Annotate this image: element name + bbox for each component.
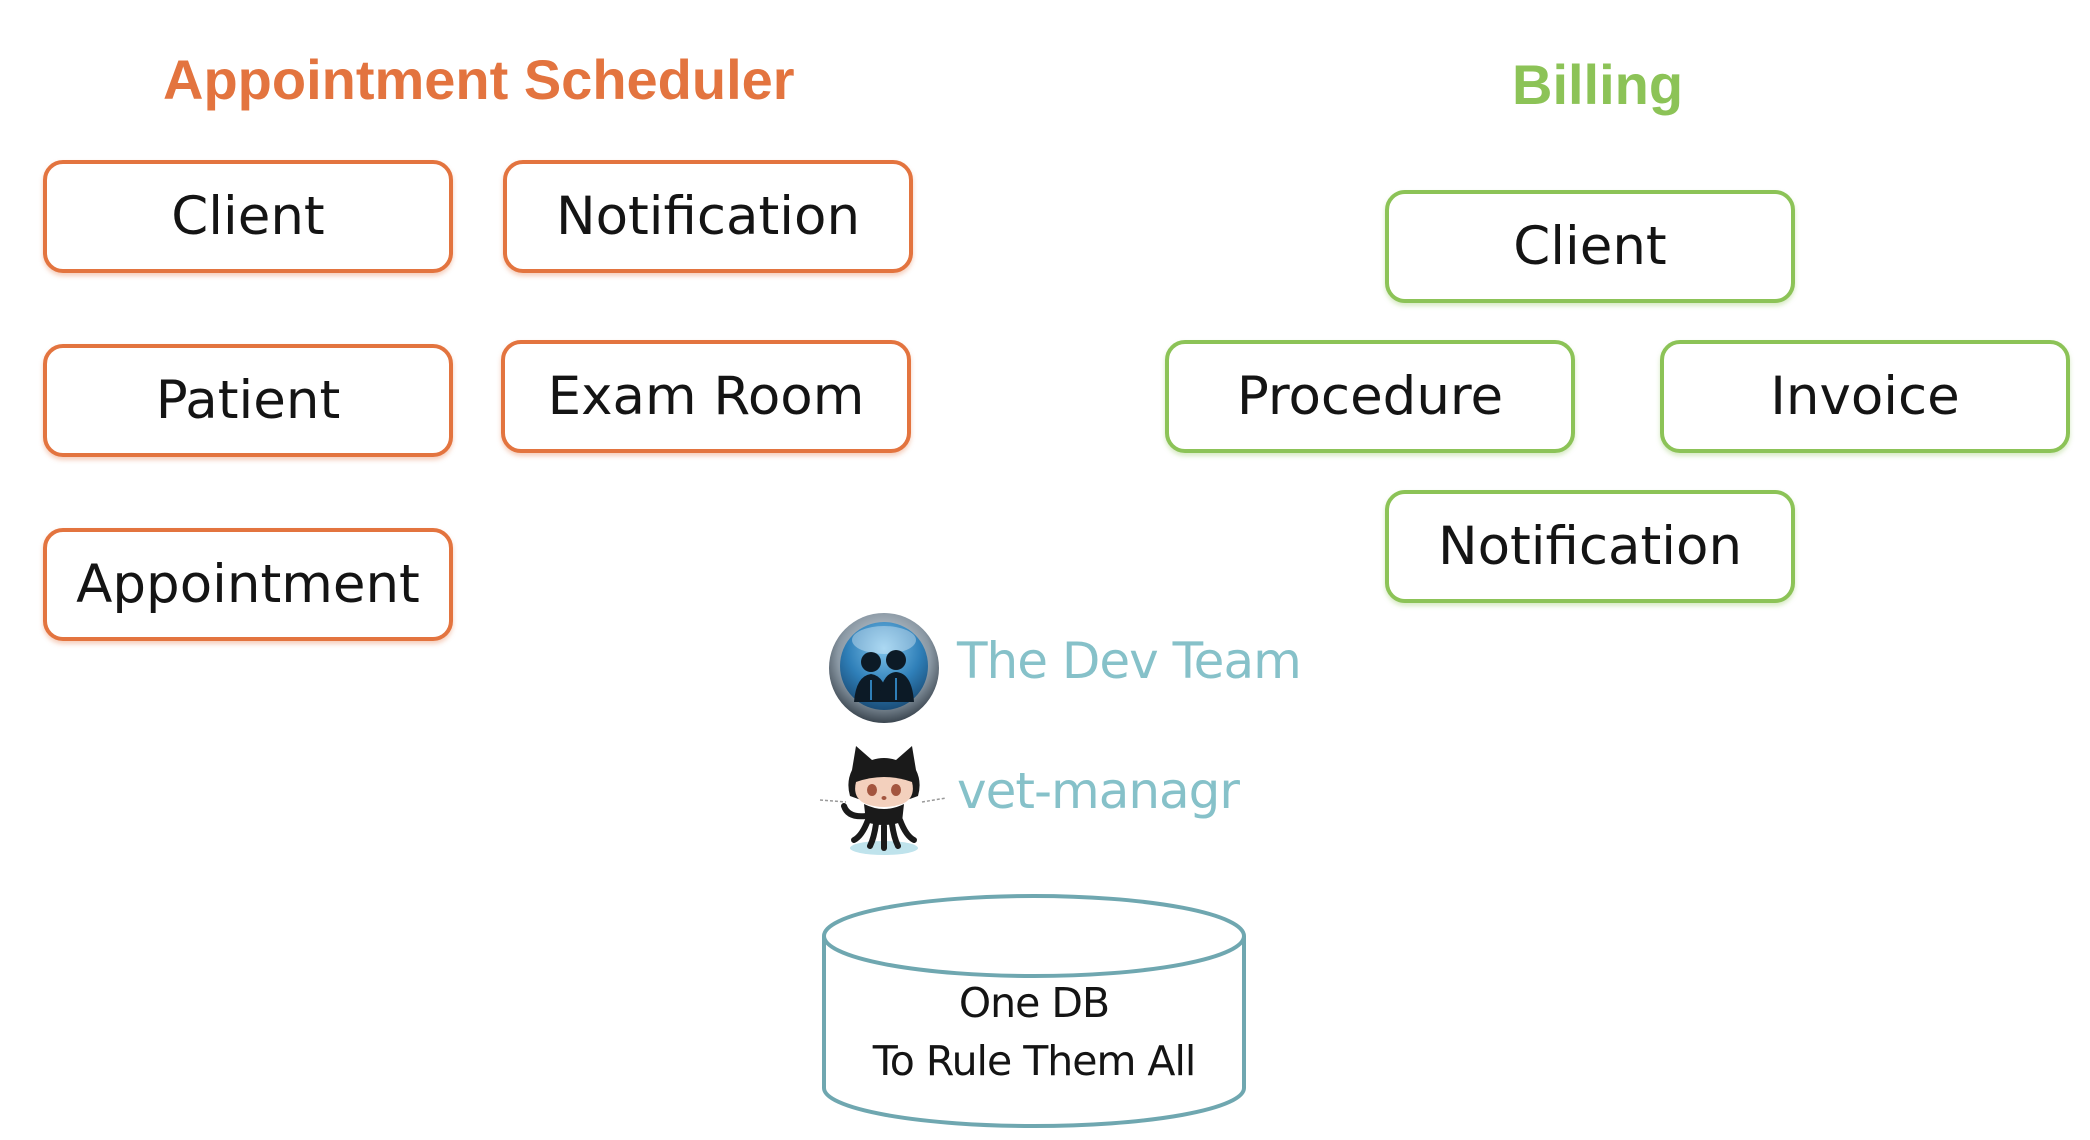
scheduler-appointment-box: Appointment: [43, 528, 453, 641]
billing-title: Billing: [1512, 53, 1684, 116]
database-label-line-1: One DB: [958, 979, 1110, 1027]
billing-invoice-box: Invoice: [1660, 340, 2070, 453]
billing-client-box: Client: [1385, 190, 1795, 303]
team-icon: [826, 610, 942, 726]
repo-label: vet-managr: [957, 762, 1240, 820]
billing-procedure-box: Procedure: [1165, 340, 1575, 453]
database-cylinder: One DB To Rule Them All: [818, 888, 1250, 1133]
database-label-line-2: To Rule Them All: [872, 1037, 1197, 1085]
appointment-scheduler-title: Appointment Scheduler: [163, 48, 795, 111]
scheduler-patient-box: Patient: [43, 344, 453, 457]
github-octocat-icon: [818, 740, 948, 860]
dev-team-label: The Dev Team: [957, 632, 1302, 690]
scheduler-notification-box: Notification: [503, 160, 913, 273]
billing-notification-box: Notification: [1385, 490, 1795, 603]
database-label: One DB To Rule Them All: [818, 974, 1250, 1090]
scheduler-client-box: Client: [43, 160, 453, 273]
scheduler-exam-room-box: Exam Room: [501, 340, 911, 453]
